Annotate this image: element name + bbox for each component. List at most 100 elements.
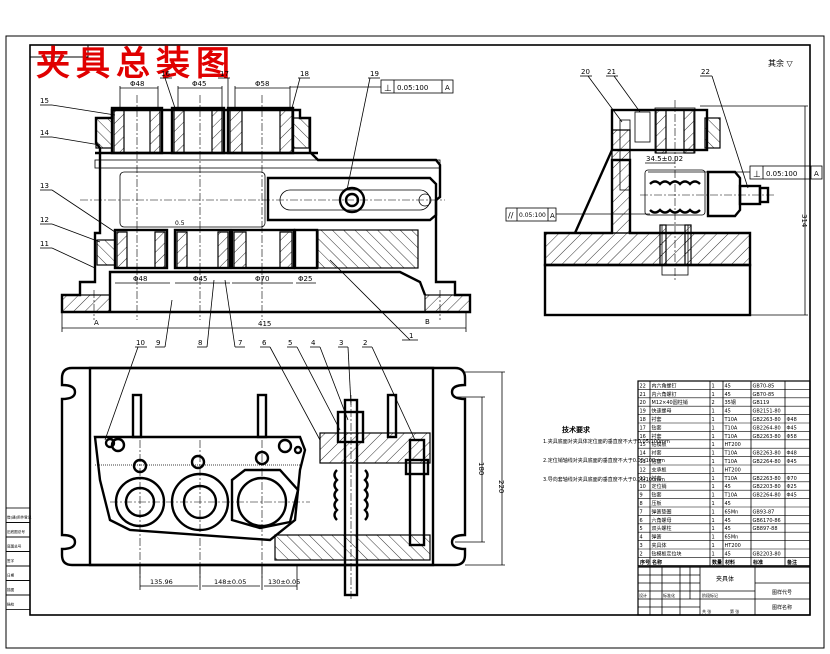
callout-16: 16	[161, 70, 170, 78]
parts-list-cell: GB2264-80	[753, 459, 781, 465]
callouts-front-top: 16 17 18 19	[160, 70, 380, 191]
left-strip-label: 底图总号	[7, 544, 22, 549]
parts-list-cell: 钻套	[652, 458, 662, 465]
parts-list-cell: HT200	[725, 467, 741, 473]
parts-list-cell: 定位销	[652, 483, 667, 490]
callout-15: 15	[40, 97, 49, 105]
parts-list-cell: HT200	[725, 543, 741, 549]
front-base-right-foot	[424, 294, 471, 313]
callout-12: 12	[40, 216, 49, 224]
parts-list-cell: 1	[712, 459, 715, 465]
tol-value: 0.05:100	[397, 84, 428, 92]
dim-415: 415	[258, 320, 271, 328]
dim-bottom-1: 135.96	[150, 578, 173, 586]
overall-length-dimension: 415 A B	[61, 312, 467, 332]
side-clamp-body	[644, 169, 706, 216]
parts-list-cell: GB2203-80	[753, 484, 781, 490]
parts-list-cell: Φ25	[787, 484, 797, 490]
parts-list-cell: 双头螺柱	[652, 525, 672, 532]
callout-7: 7	[238, 339, 242, 347]
parts-list-cell: 快速螺母	[652, 408, 672, 415]
parts-list-cell: GB2264-80	[753, 425, 781, 431]
parts-list-cell: 35钢	[725, 399, 736, 406]
front-base-floor	[108, 270, 427, 312]
top-drill-plate	[93, 435, 307, 542]
parts-list-header-cell: 材料	[725, 559, 735, 566]
drawing-title: 夹具总装图	[36, 44, 236, 84]
tolerance-frame-front: ⊥ 0.05:100 A	[290, 79, 454, 94]
parts-list-cell: GB6170-86	[753, 518, 781, 524]
dim-314: 314	[800, 214, 808, 228]
bore-dimensions-top: Φ48 Φ45 Φ58	[119, 80, 291, 108]
parts-list-cell: 1	[712, 543, 715, 549]
parts-list-cell: 1	[712, 442, 715, 448]
dim-bottom-2: 148±0.05	[214, 578, 246, 586]
parts-list-cell: 衬套	[652, 450, 662, 457]
parts-list-cell: T10A	[724, 425, 738, 431]
slot	[279, 189, 431, 211]
parts-list-header-cell: 数量	[712, 559, 722, 566]
parts-list-cell: 45	[725, 409, 731, 415]
outer-border	[5, 35, 825, 649]
left-strip-label: 描图	[7, 587, 15, 592]
parts-list-cell: 钻模板定位块	[652, 550, 682, 557]
parts-list-cell: GB2263-80	[753, 417, 781, 423]
parts-list-cell: GB2264-80	[753, 493, 781, 499]
parts-list-cell: 1	[712, 526, 715, 532]
parts-list-cell: M12×40圆柱销	[652, 399, 688, 406]
parts-list-cell: T10A	[724, 493, 738, 499]
callout-20: 20	[581, 68, 590, 76]
parts-list-cell: 16	[640, 434, 646, 440]
parts-list-cell: 1	[712, 518, 715, 524]
top-view: 10 9 8 7 6 5 4 3 2 135.96	[60, 279, 505, 600]
callout-11: 11	[40, 240, 49, 248]
parts-list-cell: 9	[640, 493, 643, 499]
tol-datum: A	[445, 84, 450, 92]
parts-list-cell: T10A	[724, 459, 738, 465]
inner-border	[29, 44, 811, 616]
tol-side-left-datum: A	[550, 212, 555, 220]
top-view-bottom-dims: 135.96 148±0.05 130±0.05	[139, 565, 300, 590]
parts-list-cell: 钻模板	[652, 441, 667, 448]
parts-list-cell: 14	[640, 451, 646, 457]
parts-list-cell: 1	[712, 434, 715, 440]
parts-list-cell: GB2263-80	[753, 476, 781, 482]
tb-label-designer: 设计	[639, 592, 647, 598]
tb-sheet-num: 第 张	[730, 608, 739, 614]
left-strip-label: 借(通)用件登记	[7, 515, 32, 520]
parts-list-cell: 3	[640, 543, 643, 549]
parts-list-cell: 45	[725, 518, 731, 524]
callout-3: 3	[339, 339, 343, 347]
tolerance-frame-side-left: // 0.05:100 A	[505, 207, 650, 222]
parts-list-cell: 21	[640, 392, 646, 398]
parts-list-cell: 17	[640, 425, 646, 431]
dim-lower-2: Φ45	[193, 275, 207, 283]
callout-4: 4	[311, 339, 316, 347]
parts-list-cell: 18	[640, 417, 646, 423]
callout-17: 17	[220, 70, 229, 78]
parts-list-cell: GB2203-80	[753, 551, 781, 557]
parts-list-cell: 11	[640, 476, 646, 482]
dim-lower-4: Φ25	[298, 275, 312, 283]
parts-list-cell: 1	[712, 535, 715, 541]
parts-list-cell: 钻套	[652, 492, 662, 499]
parts-list-cell: Φ45	[787, 459, 797, 465]
parts-list-cell: Φ48	[787, 417, 797, 423]
parts-list-cell: 1	[712, 467, 715, 473]
side-callouts: 20 21 22	[580, 68, 749, 189]
lower-bushings	[96, 228, 419, 270]
callout-22: 22	[701, 68, 710, 76]
